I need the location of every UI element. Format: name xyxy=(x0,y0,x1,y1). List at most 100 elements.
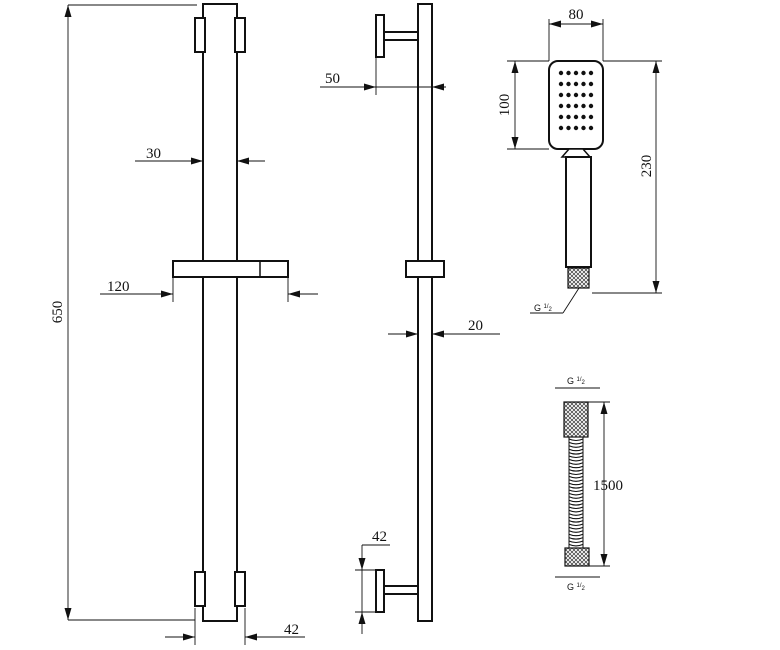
nozzle-dot xyxy=(581,70,586,76)
dim-bar-depth: 20 xyxy=(388,318,500,338)
hose-coil xyxy=(568,472,584,476)
nozzle-dot xyxy=(581,103,586,109)
hose-coil xyxy=(568,526,584,530)
hose-coil xyxy=(568,537,584,540)
nozzle-dot xyxy=(573,70,579,76)
dim-head-height: 100 xyxy=(497,60,549,150)
nozzle-dot xyxy=(581,81,586,87)
front-slide-bar xyxy=(202,3,238,622)
dim-holder-width: 120 xyxy=(100,278,318,302)
nozzle-dot xyxy=(588,81,594,87)
hose-bottom-thread-label: G 1/2 xyxy=(567,582,586,592)
hose-coil xyxy=(568,533,584,537)
hose-coil xyxy=(568,499,584,503)
nozzle-grid xyxy=(558,70,594,131)
hose-coil xyxy=(568,475,584,479)
dim-head-height-label: 100 xyxy=(497,94,513,117)
thread-den: 2 xyxy=(549,307,553,313)
hose-coil xyxy=(568,455,584,459)
hose-coil xyxy=(568,523,584,527)
nozzle-dot xyxy=(566,92,571,98)
nozzle-dot xyxy=(588,103,594,109)
dim-wall-offset-label: 50 xyxy=(325,71,340,87)
dim-head-width-label: 80 xyxy=(569,7,584,23)
nozzle-dot xyxy=(588,125,594,131)
hose-coil xyxy=(568,465,584,469)
hose-coil xyxy=(568,448,584,452)
nozzle-dot xyxy=(558,92,564,98)
dim-bar-depth-label: 20 xyxy=(468,318,483,334)
hose-bottom-nut xyxy=(564,547,590,567)
shower-hose: G 1/2 G 1/2 xyxy=(555,376,600,592)
hose-bottom-thread-slash: / xyxy=(580,583,582,589)
hose-coil xyxy=(568,516,584,520)
side-slide-bar xyxy=(417,3,433,622)
dim-handshower-length-label: 230 xyxy=(639,155,655,178)
nozzle-dot xyxy=(558,70,564,76)
dim-handshower-length: 230 xyxy=(592,60,662,294)
hose-coil xyxy=(568,509,584,513)
hose-coil xyxy=(568,492,584,496)
hose-coil xyxy=(568,479,584,482)
front-slider-holder xyxy=(172,260,289,278)
side-bottom-wall-plate xyxy=(375,569,385,613)
hose-top-thread-g: G xyxy=(567,376,574,386)
dim-bracket-height: 42 xyxy=(355,529,390,634)
hose-coil xyxy=(568,452,584,455)
hose-coil xyxy=(568,462,584,465)
nozzle-dot xyxy=(573,92,579,98)
side-top-arm xyxy=(383,31,419,41)
dim-hose-length-label: 1500 xyxy=(593,478,623,494)
side-top-wall-plate xyxy=(375,14,385,58)
hose-coils xyxy=(568,437,584,548)
nozzle-dot xyxy=(588,70,594,76)
hose-coil xyxy=(568,438,584,442)
thread-callout-handshower: G 1/2 xyxy=(530,287,580,314)
nozzle-dot xyxy=(566,114,571,120)
thread-label: G xyxy=(534,303,541,313)
dim-wall-offset: 50 xyxy=(320,57,446,95)
hose-coil xyxy=(568,543,584,547)
side-view xyxy=(375,3,445,622)
hose-coil xyxy=(568,489,584,493)
dim-bracket-width: 42 xyxy=(165,608,305,645)
hose-bottom-thread-g: G xyxy=(567,582,574,592)
side-slider xyxy=(405,260,445,278)
hand-shower xyxy=(548,60,604,289)
nozzle-dot xyxy=(558,114,564,120)
hand-shower-handle xyxy=(565,156,592,268)
nozzle-dot xyxy=(581,114,586,120)
nozzle-dot xyxy=(558,81,564,87)
nozzle-dot xyxy=(588,114,594,120)
nozzle-dot xyxy=(566,103,571,109)
nozzle-dot xyxy=(566,70,571,76)
side-bottom-arm xyxy=(383,585,419,595)
hose-top-thread-den: 2 xyxy=(582,380,586,386)
front-top-bracket-right xyxy=(234,17,246,53)
hose-coil xyxy=(568,469,584,472)
hose-coil xyxy=(568,503,584,506)
nozzle-dot xyxy=(558,103,564,109)
svg-text:G 1/2: G 1/2 xyxy=(534,303,553,313)
hose-bottom-thread-den: 2 xyxy=(582,586,586,592)
hose-top-thread-label: G 1/2 xyxy=(567,376,586,386)
hose-coil xyxy=(568,520,584,523)
dim-total-height: 650 xyxy=(50,4,197,621)
nozzle-dot xyxy=(573,103,579,109)
hose-coil xyxy=(568,441,584,445)
hose-coil xyxy=(568,496,584,499)
hand-shower-thread xyxy=(567,267,590,289)
hose-coil xyxy=(568,540,584,544)
dim-holder-width-label: 120 xyxy=(107,279,130,295)
hose-top-thread-slash: / xyxy=(580,377,582,383)
hose-coil xyxy=(568,530,584,533)
nozzle-dot xyxy=(558,125,564,131)
dim-hose-length: 1500 xyxy=(588,401,623,567)
hose-bottom-thread-num: 1 xyxy=(577,583,581,589)
nozzle-dot xyxy=(588,92,594,98)
dim-bracket-height-label: 42 xyxy=(372,529,387,545)
hose-coil xyxy=(568,513,584,516)
hose-top-thread-num: 1 xyxy=(577,377,581,383)
thread-slash: / xyxy=(547,304,549,310)
